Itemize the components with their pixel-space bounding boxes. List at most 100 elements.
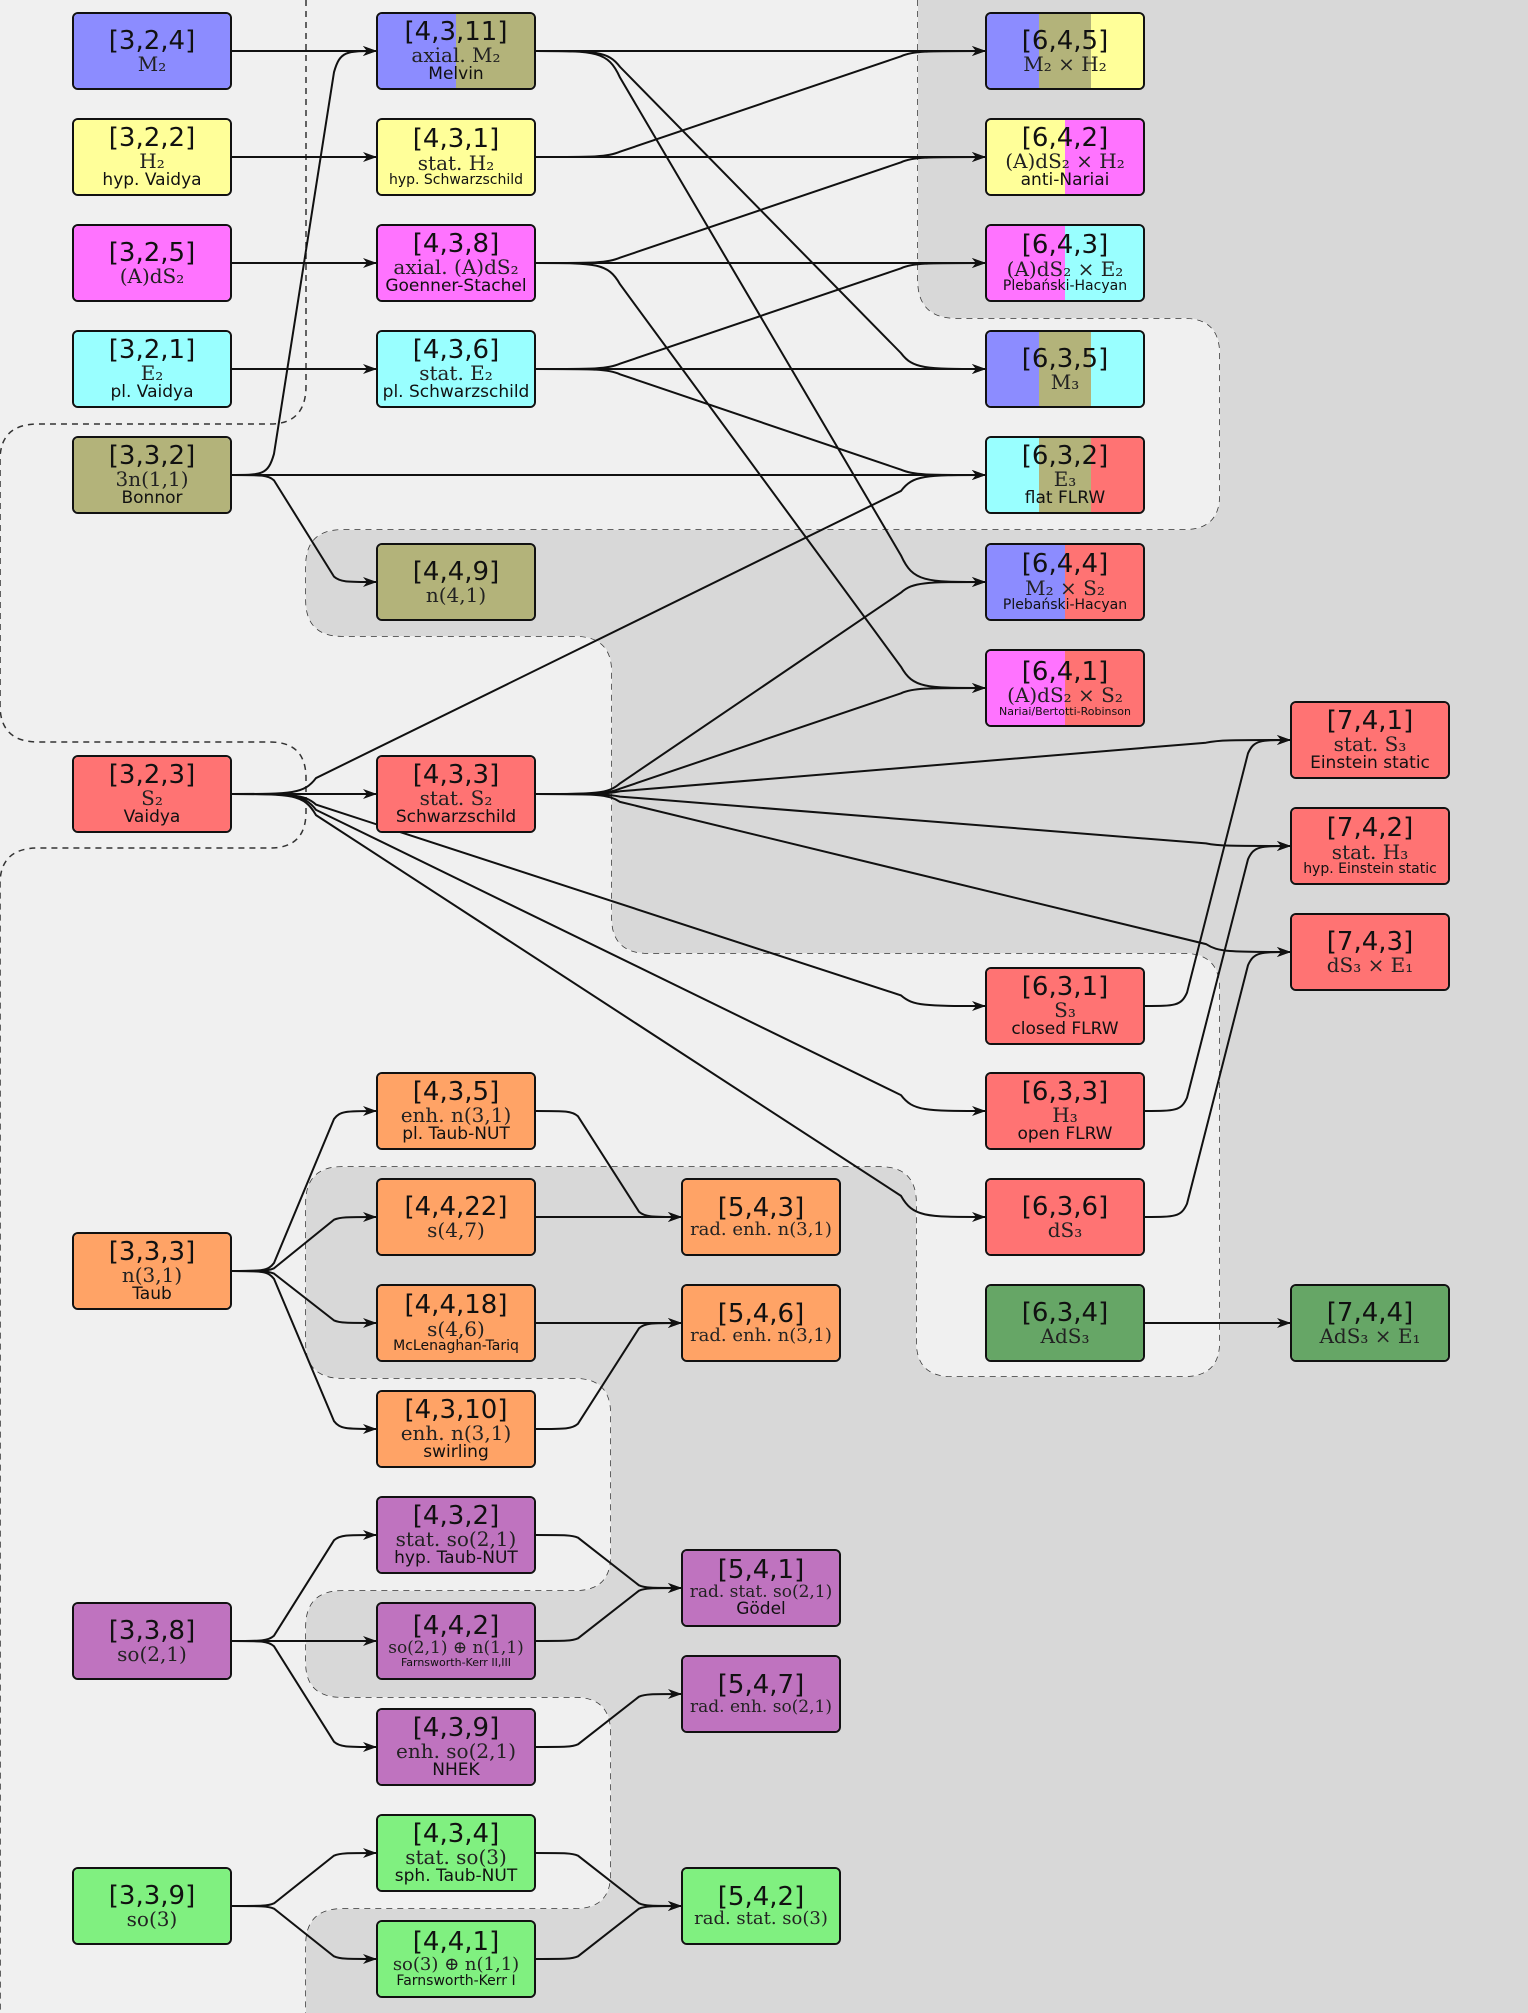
node-5-4-3[interactable]: [5,4,3]rad. enh. n(3,1) [681, 1178, 841, 1256]
node-4-4-2[interactable]: [4,4,2]so(2,1) ⊕ n(1,1)Farnsworth-Kerr I… [376, 1602, 536, 1680]
edge-n433-n644 [535, 577, 986, 795]
node-code: [4,3,10] [404, 1394, 508, 1425]
edge-n442-n541 [535, 1583, 682, 1642]
node-name: Taub [132, 1283, 172, 1304]
node-6-3-4[interactable]: [6,3,4]AdS₃ [985, 1284, 1145, 1362]
node-algebra: stat. H₃ [1331, 839, 1409, 864]
node-4-3-2[interactable]: [4,3,2]stat. so(2,1)hyp. Taub-NUT [376, 1496, 536, 1574]
node-name: Nariai/Bertotti-Robinson [999, 704, 1131, 718]
node-fill [683, 1180, 839, 1254]
node-3-3-9[interactable]: [3,3,9]so(3) [72, 1867, 232, 1945]
node-code: [3,3,2] [108, 440, 196, 471]
node-4-4-1[interactable]: [4,4,1]so(3) ⊕ n(1,1)Farnsworth-Kerr I [376, 1920, 536, 1998]
node-name: Vaidya [123, 806, 181, 827]
node-fill [987, 438, 1143, 512]
node-name: hyp. Vaidya [102, 169, 202, 190]
node-fill [987, 332, 1143, 406]
node-7-4-4[interactable]: [7,4,4]AdS₃ × E₁ [1290, 1284, 1450, 1362]
node-5-4-6[interactable]: [5,4,6]rad. enh. n(3,1) [681, 1284, 841, 1362]
node-code: [4,4,18] [404, 1290, 508, 1321]
node-code: [5,4,7] [717, 1670, 805, 1701]
edge-n433-n742 [535, 793, 1291, 851]
node-5-4-7[interactable]: [5,4,7]rad. enh. so(2,1) [681, 1655, 841, 1733]
node-3-2-4[interactable]: [3,2,4]M₂ [72, 12, 232, 90]
node-3-2-5[interactable]: [3,2,5](A)dS₂ [72, 224, 232, 302]
node-fill [683, 1286, 839, 1360]
node-name: flat FLRW [1024, 487, 1106, 508]
node-code: [7,4,1] [1326, 705, 1414, 736]
node-code: [6,3,3] [1021, 1076, 1109, 1107]
node-6-4-5[interactable]: [6,4,5]M₂ × H₂ [985, 12, 1145, 90]
node-fill [378, 1286, 534, 1360]
node-name: hyp. Einstein static [1303, 861, 1437, 878]
edge-n323-n633 [231, 793, 986, 1116]
node-fill [378, 1392, 534, 1466]
node-name: Farnsworth-Kerr II,III [400, 1656, 512, 1670]
node-code: [6,4,4] [1021, 549, 1109, 580]
node-fill [378, 757, 534, 831]
node-algebra: rad. enh. so(2,1) [690, 1696, 832, 1717]
node-algebra: stat. so(2,1) [395, 1527, 517, 1552]
node-fill [378, 226, 534, 300]
node-3-3-3[interactable]: [3,3,3]n(3,1)Taub [72, 1232, 232, 1310]
node-4-4-18[interactable]: [4,4,18]s(4,6)McLenaghan-Tariq [376, 1284, 536, 1362]
node-7-4-3[interactable]: [7,4,3]dS₃ × E₁ [1290, 913, 1450, 991]
node-code: [3,2,4] [108, 25, 196, 56]
node-fill [987, 969, 1143, 1043]
node-3-3-2[interactable]: [3,3,2]3n(1,1)Bonnor [72, 436, 232, 514]
node-code: [7,4,2] [1326, 813, 1414, 844]
node-fill [378, 1604, 534, 1678]
node-4-3-9[interactable]: [4,3,9]enh. so(2,1)NHEK [376, 1708, 536, 1786]
node-name: swirling [423, 1441, 489, 1462]
node-algebra: stat. S₂ [419, 786, 493, 811]
node-4-3-5[interactable]: [4,3,5]enh. n(3,1)pl. Taub-NUT [376, 1072, 536, 1150]
node-5-4-1[interactable]: [5,4,1]rad. stat. so(2,1)Gödel [681, 1549, 841, 1627]
node-6-3-5[interactable]: [6,3,5]M₃ [985, 330, 1145, 408]
node-5-4-2[interactable]: [5,4,2]rad. stat. so(3) [681, 1867, 841, 1945]
node-code: [6,3,2] [1021, 440, 1109, 471]
node-4-3-10[interactable]: [4,3,10]enh. n(3,1)swirling [376, 1390, 536, 1468]
edge-n4310-n546 [535, 1318, 682, 1430]
node-fill [74, 1604, 230, 1678]
node-algebra: s(4,6) [427, 1316, 485, 1341]
node-algebra: enh. so(2,1) [395, 1739, 517, 1764]
edge-n323-n632 [231, 470, 986, 795]
node-name: Plebański-Hacyan [1002, 597, 1128, 614]
edge-n631-n741 [1144, 735, 1291, 1007]
edge-n333-n4422 [231, 1212, 377, 1272]
node-fill [1292, 915, 1448, 989]
node-code: [4,3,5] [412, 1076, 500, 1107]
node-4-4-9[interactable]: [4,4,9]n(4,1) [376, 543, 536, 621]
node-4-4-22[interactable]: [4,4,22]s(4,7) [376, 1178, 536, 1256]
node-fill [378, 1922, 534, 1996]
node-fill [378, 545, 534, 619]
node-6-3-6[interactable]: [6,3,6]dS₃ [985, 1178, 1145, 1256]
node-algebra: M₂ [137, 52, 167, 77]
node-algebra: M₃ [1050, 370, 1080, 395]
node-fill [987, 14, 1143, 88]
node-4-3-4[interactable]: [4,3,4]stat. so(3)sph. Taub-NUT [376, 1814, 536, 1892]
node-3-3-8[interactable]: [3,3,8]so(2,1) [72, 1602, 232, 1680]
node-algebra: rad. stat. so(2,1) [689, 1581, 833, 1602]
node-fill [683, 1869, 839, 1943]
node-code: [3,3,8] [108, 1615, 196, 1646]
node-fill [1292, 1286, 1448, 1360]
